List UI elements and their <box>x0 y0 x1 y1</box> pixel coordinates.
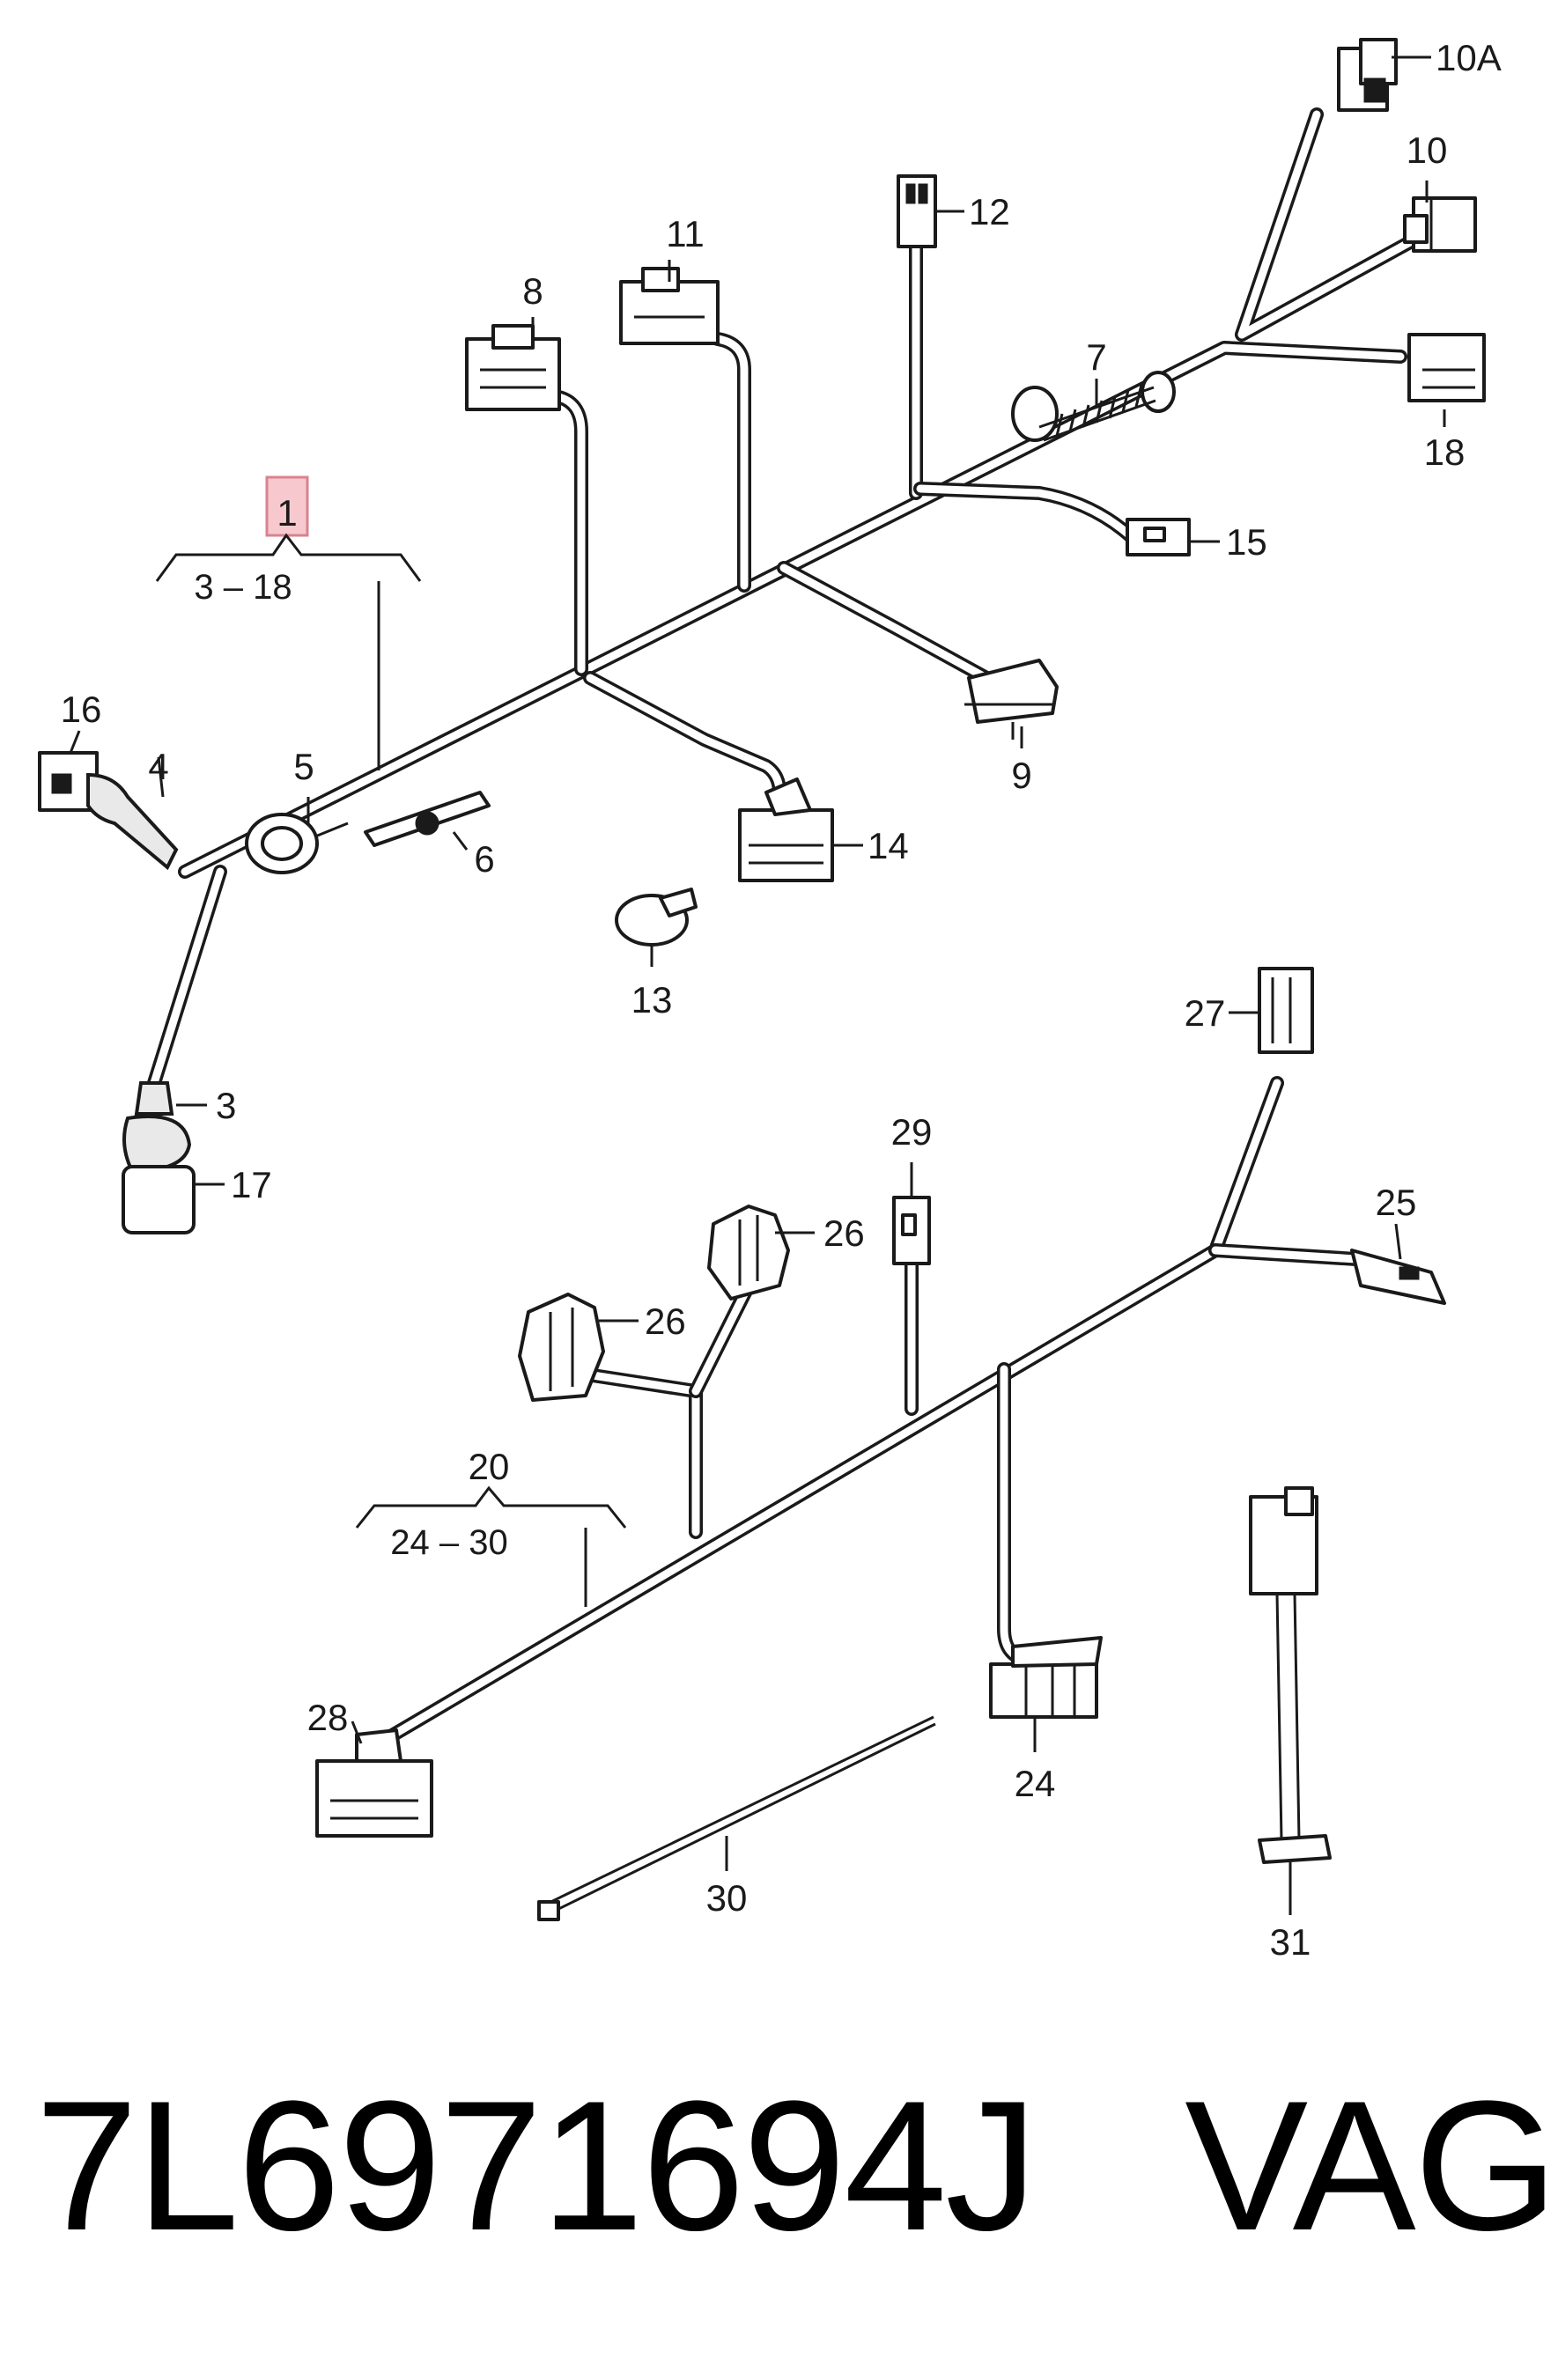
callout-10: 10 <box>1407 129 1448 171</box>
connector-12 <box>897 174 937 248</box>
callout-25: 25 <box>1376 1182 1417 1223</box>
connector-27 <box>1258 967 1314 1054</box>
brand-name: VAG <box>1185 2062 1558 2269</box>
bracket-26-right <box>707 1205 790 1301</box>
connector-10a <box>1337 38 1398 112</box>
callout-28: 28 <box>307 1697 349 1738</box>
grommet-5 <box>245 813 349 874</box>
callout-17: 17 <box>231 1164 272 1205</box>
connector-17 <box>122 1115 196 1234</box>
callout-8: 8 <box>522 270 543 312</box>
callout-13: 13 <box>631 979 673 1021</box>
callout-10a: 10A <box>1436 37 1502 78</box>
group-bracket-lower <box>355 1485 627 1607</box>
connector-28 <box>315 1728 433 1838</box>
relay-18 <box>1407 333 1486 402</box>
cable-tie-30 <box>537 1715 936 1921</box>
group-label-lower: 20 <box>469 1446 510 1487</box>
sleeve-4 <box>86 772 179 871</box>
callout-15: 15 <box>1226 521 1267 563</box>
group-label-upper: 1 <box>277 492 297 534</box>
callout-29: 29 <box>891 1111 933 1153</box>
leader-lines-upper <box>69 55 1446 1186</box>
highlight-box <box>265 475 309 537</box>
part-number: 7L6971694J <box>35 2062 1037 2269</box>
connector-9 <box>964 659 1059 740</box>
connector-10 <box>1403 196 1477 253</box>
callout-9: 9 <box>1011 755 1031 796</box>
connector-15 <box>1126 518 1191 556</box>
part-number-caption: 7L6971694J VAG <box>35 2052 1558 2281</box>
callout-16: 16 <box>61 689 102 730</box>
callout-26-right: 26 <box>823 1212 865 1254</box>
upper-harness <box>38 38 1486 1234</box>
relay-24 <box>989 1636 1103 1719</box>
connector-25 <box>1350 1249 1446 1305</box>
grommet-7 <box>1011 371 1176 442</box>
sensor-31 <box>1249 1486 1332 1864</box>
connector-29 <box>892 1196 931 1265</box>
callout-30: 30 <box>706 1877 748 1919</box>
connector-8 <box>465 324 561 411</box>
callout-26-left: 26 <box>645 1301 686 1342</box>
clip-6 <box>364 791 491 847</box>
callout-18: 18 <box>1424 431 1466 473</box>
callout-5: 5 <box>293 746 314 787</box>
clip-13 <box>615 888 698 967</box>
bracket-26-left <box>518 1293 605 1402</box>
group-range-upper: 3 – 18 <box>194 568 292 607</box>
callout-14: 14 <box>868 825 909 866</box>
callout-3: 3 <box>216 1085 236 1126</box>
leader-lines-lower <box>351 1011 1402 1915</box>
group-bracket-upper <box>155 475 422 770</box>
callout-7: 7 <box>1086 336 1106 378</box>
callout-6: 6 <box>474 838 494 880</box>
callout-27: 27 <box>1185 992 1226 1034</box>
callout-labels: 1 3 – 18 20 24 – 30 10A 10 18 12 7 15 11… <box>61 37 1502 1963</box>
callout-12: 12 <box>969 191 1010 232</box>
connector-14 <box>738 777 834 882</box>
callout-24: 24 <box>1015 1763 1056 1804</box>
callout-4: 4 <box>148 746 168 787</box>
callout-31: 31 <box>1270 1921 1311 1963</box>
callout-11: 11 <box>666 213 705 254</box>
sleeve-3 <box>134 1081 174 1116</box>
group-range-lower: 24 – 30 <box>390 1523 507 1562</box>
lower-harness <box>315 967 1446 1921</box>
